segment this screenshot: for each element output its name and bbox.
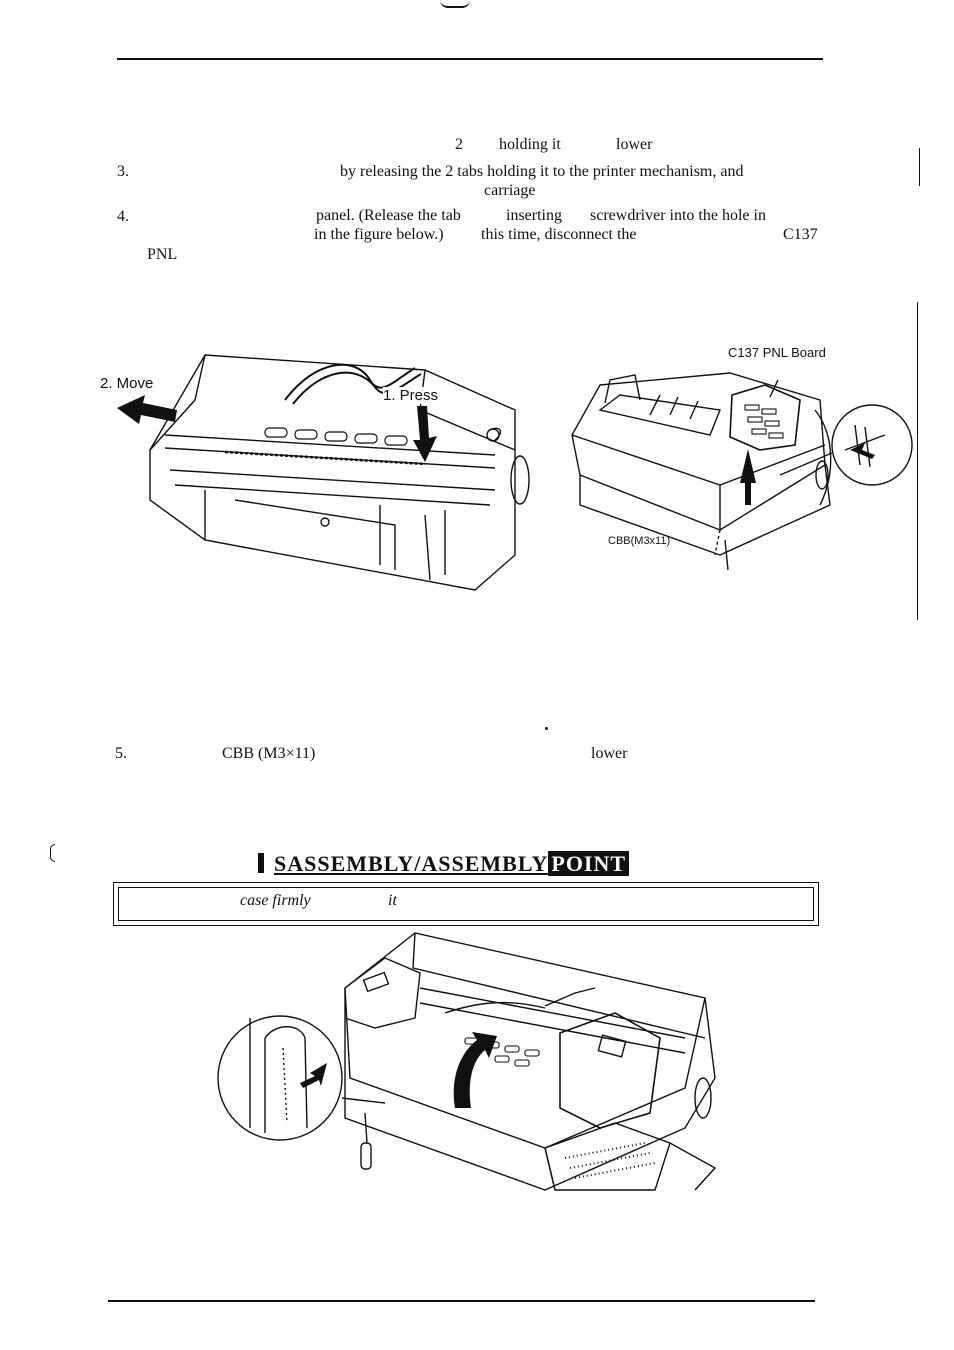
heading-main: SASSEMBLY/ASSEMBLY [274,851,549,876]
text-l4-f: C137 [783,226,818,243]
arrow-up-icon [740,449,756,505]
arrow-left-icon [117,395,177,424]
text-l3-a: by releasing the 2 tabs holding it to th… [340,163,744,180]
text-l3-b: carriage [484,182,536,199]
label-board: C137 PNL Board [728,345,826,360]
change-bar-1 [919,148,920,186]
arrow-down-icon [413,406,437,462]
step-number-5: 5. [115,745,127,762]
arrow-small-icon [850,443,875,459]
note-text-a: case firmly [240,892,311,909]
text-l4-c: screwdriver into the hole in [590,207,766,224]
label-press: 1. Press [383,387,439,404]
margin-mark [50,844,55,862]
text-l4-b: inserting [506,207,562,224]
step-number-4: 4. [117,208,129,225]
stray-dot [545,727,548,730]
figure-case-assembly [217,932,717,1191]
step-number-3: 3. [117,163,129,180]
text-l4-d: in the figure below.) [314,226,444,243]
figure-printer-panel [571,372,913,571]
text-l5-a: CBB (M3×11) [222,745,316,762]
note-text-b: it [388,892,397,909]
note-box-inner [118,887,814,921]
arrow-curved-icon [453,1032,497,1108]
note-box: case firmly it [113,882,819,926]
text-l1-a: 2 [455,136,463,153]
text-l4-g: PNL [147,246,178,263]
arrow-magnifier-icon [300,1063,327,1088]
header-mark [440,0,470,8]
text-l5-b: lower [591,745,628,762]
label-move: 2. Move [100,375,154,392]
text-l4-e: this time, disconnect the [481,226,637,243]
figure-mechanism [117,354,530,591]
label-screw: CBB(M3x11) [608,535,671,547]
text-l1-c: lower [616,136,653,153]
text-l4-a: panel. (Release the tab [316,207,461,224]
top-rule [117,58,823,60]
heading-bar [258,853,264,873]
heading-inverse: POINT [548,851,630,876]
text-l1-b: holding it [499,136,561,153]
bottom-rule [108,1300,815,1302]
change-bar-2 [917,302,918,620]
